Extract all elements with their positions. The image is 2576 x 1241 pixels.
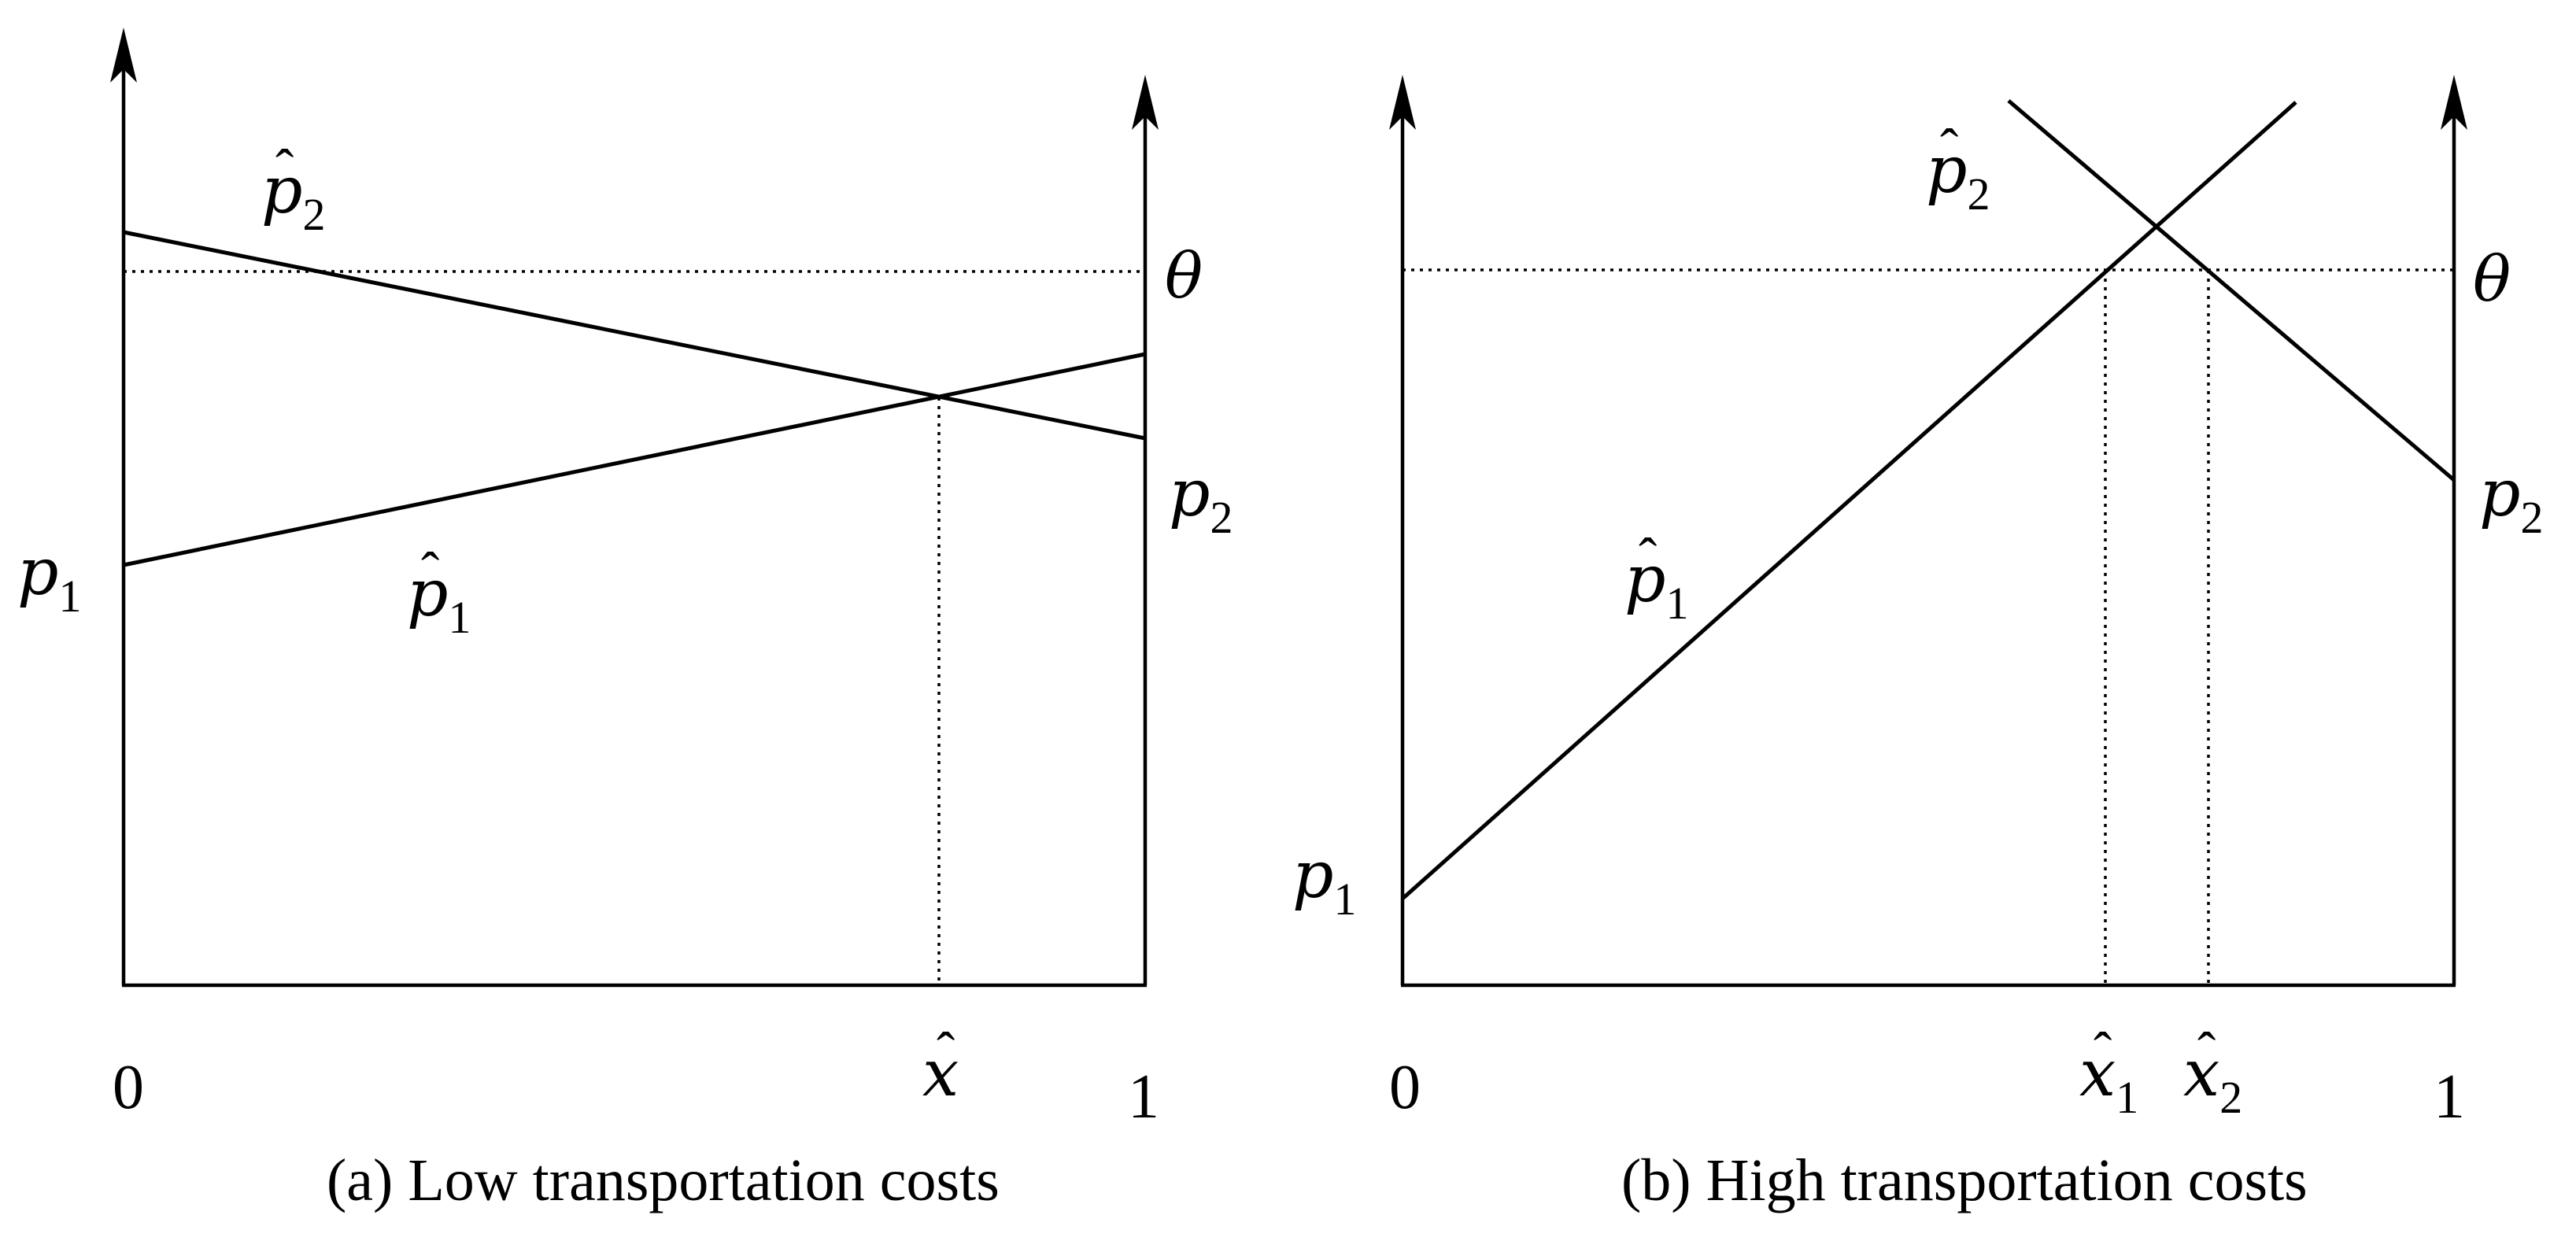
panel-b-xhat1-label: ˆ x1 [2079,1022,2138,1123]
panel-b: 0 1 θ p1 p2 ˆ p2 ˆ p1 ˆ x1 ˆ x2 (b) High… [1292,75,2544,1213]
svg-text:p1: p1 [407,556,471,643]
hat-icon: ˆ [2094,1022,2112,1083]
panel-b-p2hat-line [2007,99,2456,482]
svg-text:x: x [922,1036,959,1111]
panel-a-p1-label: p1 [17,535,82,622]
panel-b-end-label: 1 [2434,1062,2465,1132]
hat-icon: ˆ [2197,1022,2216,1083]
hat-icon: ˆ [421,542,439,603]
panel-a-caption: (a) Low transportation costs [327,1147,1000,1213]
hat-icon: ˆ [1940,119,1958,179]
panel-a-p2hat-label: ˆ p2 [261,139,326,240]
panel-a-right-axis-arrow [1132,75,1159,130]
panel-a-p1hat-line [123,352,1146,567]
panel-b-xhat2-label: ˆ x2 [2183,1022,2242,1123]
hat-icon: ˆ [1639,528,1657,589]
svg-text:p1: p1 [1624,542,1689,629]
panel-a-p2hat-line [123,230,1146,441]
svg-text:x2: x2 [2183,1036,2242,1123]
svg-text:p2: p2 [261,153,326,240]
panel-b-p2hat-label: ˆ p2 [1926,119,1990,220]
panel-a-left-axis-arrow [110,28,137,83]
svg-text:p2: p2 [1926,133,1990,220]
panel-a: 0 1 θ p1 p2 ˆ p2 ˆ p1 ˆ x (a) Low transp… [17,28,1233,1213]
panel-b-right-axis-arrow [2441,75,2467,130]
panel-b-p1hat-label: ˆ p1 [1624,528,1689,629]
panel-b-p1-label: p1 [1292,838,1357,925]
panel-a-end-label: 1 [1128,1062,1159,1132]
panel-b-theta-label: θ [2473,242,2511,316]
hat-icon: ˆ [275,139,294,200]
panel-b-p1hat-line [1401,101,2297,900]
panel-a-theta-label: θ [1165,239,1203,312]
panel-a-p2-label: p2 [1169,456,1233,543]
panel-a-xhat-label: ˆ x [922,1022,959,1111]
svg-text:x1: x1 [2079,1036,2138,1123]
panel-b-origin-label: 0 [1389,1053,1421,1122]
panel-b-left-axis-arrow [1389,75,1416,130]
panel-b-p2-label: p2 [2479,456,2544,543]
hat-icon: ˆ [937,1022,955,1083]
panel-a-p1hat-label: ˆ p1 [407,542,471,643]
panel-b-caption: (b) High transportation costs [1621,1147,2308,1213]
panel-a-origin-label: 0 [113,1053,144,1122]
